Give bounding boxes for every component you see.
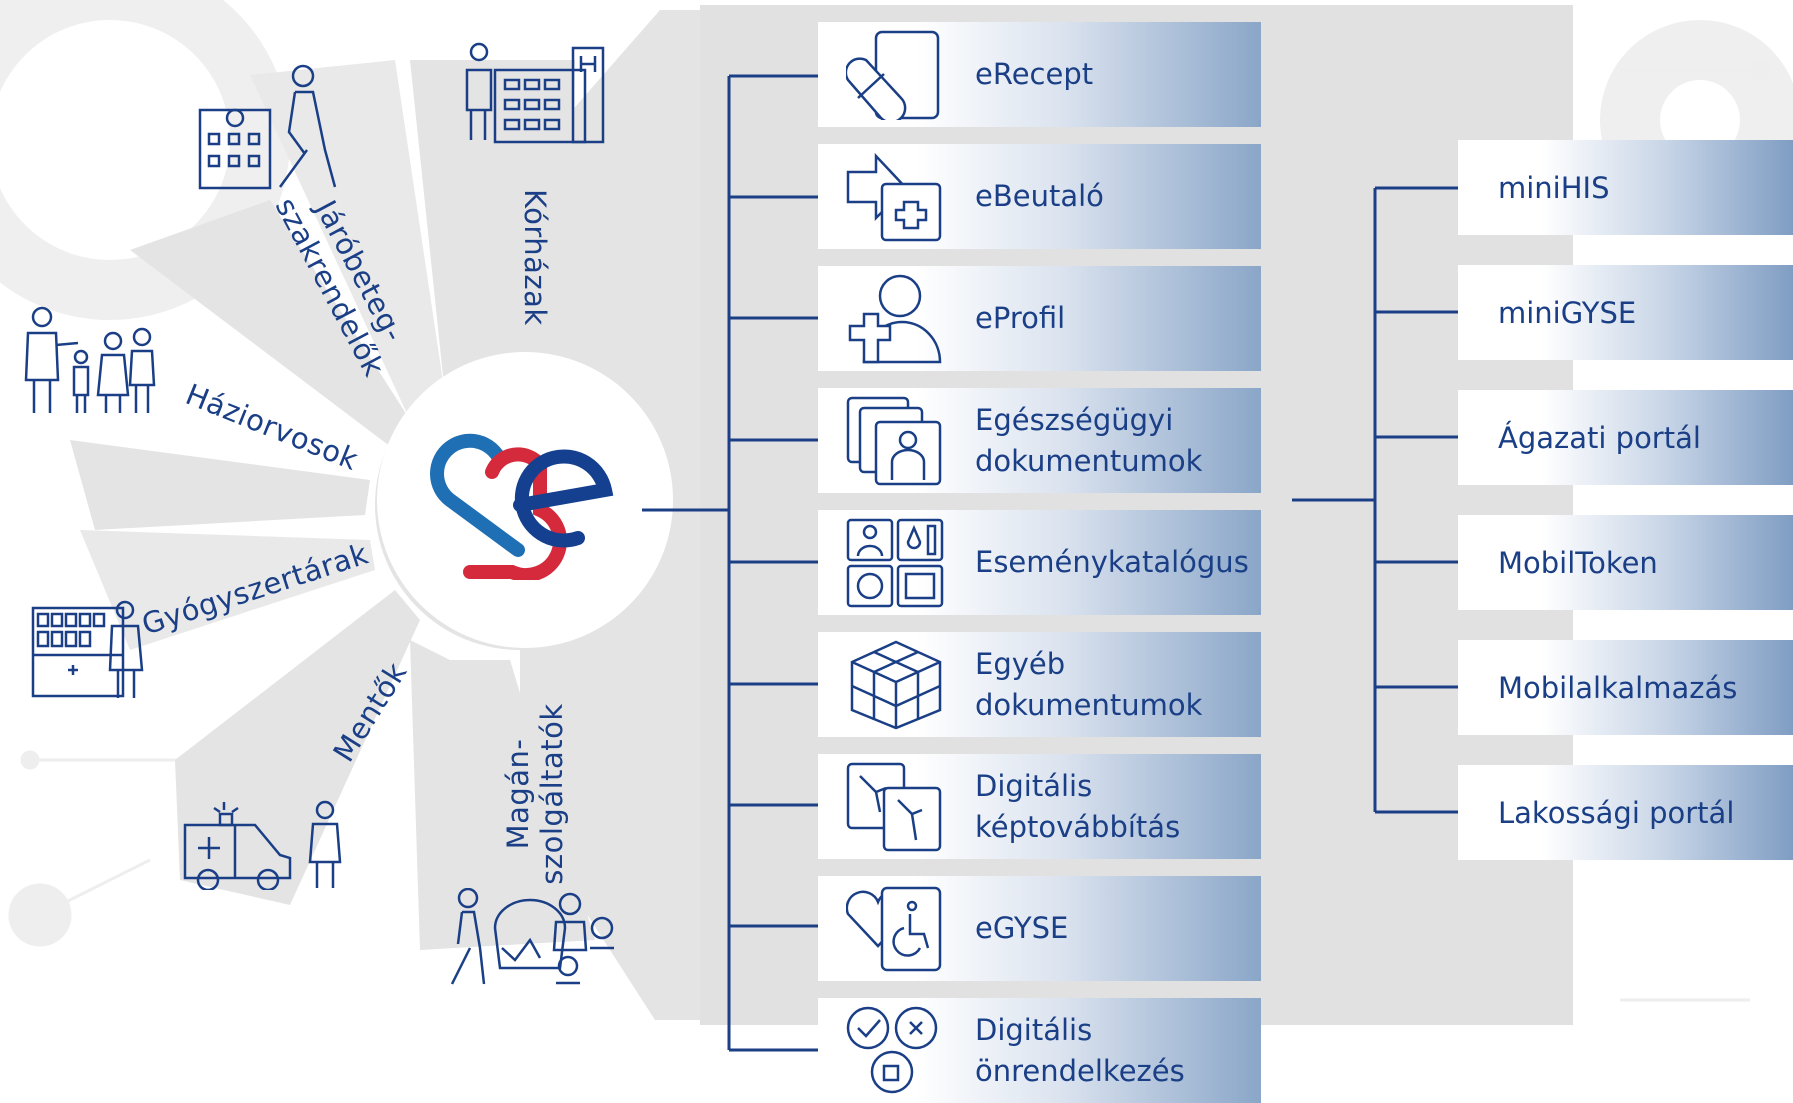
service-label: Digitális önrendelkezés [975, 1012, 1185, 1088]
app-minigyse[interactable]: miniGYSE [1458, 265, 1793, 360]
xray-icon [846, 762, 942, 852]
app-minihis[interactable]: miniHIS [1458, 140, 1793, 235]
referral-icon [846, 152, 942, 242]
service-label: Digitális képtovábbítás [975, 768, 1181, 844]
connector-lines [642, 74, 1458, 1052]
service-egeszsegugyi-dokumentumok[interactable]: Egészségügyi dokumentumok [818, 388, 1261, 493]
service-egyeb-dokumentumok[interactable]: Egyéb dokumentumok [818, 632, 1261, 737]
family-doctor-icon [24, 306, 156, 413]
service-label: eRecept [975, 57, 1094, 91]
service-label: eProfil [975, 301, 1066, 335]
service-label: Egyéb dokumentumok [975, 646, 1203, 722]
app-lakossagi-portal[interactable]: Lakossági portál [1458, 765, 1793, 860]
medical-documents-icon [846, 396, 942, 486]
wheelchair-card-icon [846, 886, 942, 972]
pharmacy-icon [31, 600, 144, 698]
eeszt-logo-icon [430, 433, 614, 580]
service-ebeutalo[interactable]: eBeutaló [818, 144, 1261, 249]
event-catalog-icon [846, 518, 944, 608]
outpatient-clinic-icon [198, 64, 337, 190]
private-providers-icon [450, 888, 614, 985]
service-eprofil[interactable]: eProfil [818, 266, 1261, 371]
app-label: Lakossági portál [1498, 795, 1735, 830]
service-label: Eseménykatalógus [975, 545, 1249, 579]
profile-icon [848, 274, 942, 364]
hospital-icon [465, 42, 605, 144]
app-mobiltoken[interactable]: MobilToken [1458, 515, 1793, 610]
service-label: Egészségügyi dokumentumok [975, 402, 1203, 478]
app-label: miniGYSE [1498, 295, 1637, 330]
app-agazati-portal[interactable]: Ágazati portál [1458, 390, 1793, 485]
app-mobilalkalmazas[interactable]: Mobilalkalmazás [1458, 640, 1793, 735]
service-digitalis-onrendelkezes[interactable]: Digitális önrendelkezés [818, 998, 1261, 1103]
service-label: eBeutaló [975, 179, 1104, 213]
app-label: miniHIS [1498, 170, 1610, 205]
sector-label-magan: Magán- szolgáltatók [501, 703, 569, 885]
app-label: Ágazati portál [1498, 420, 1701, 455]
app-label: Mobilalkalmazás [1498, 670, 1738, 705]
service-esemenykatalogus[interactable]: Eseménykatalógus [818, 510, 1261, 615]
service-egyse[interactable]: eGYSE [818, 876, 1261, 981]
service-label: eGYSE [975, 911, 1069, 945]
app-label: MobilToken [1498, 545, 1658, 580]
sector-label-korhazak: Kórházak [518, 189, 552, 326]
service-erecept[interactable]: eRecept [818, 22, 1261, 127]
consent-icon [846, 1006, 938, 1094]
decorative-circuit-lines [8, 59, 1771, 1002]
pill-icon [846, 30, 940, 120]
cube-documents-icon [850, 640, 942, 730]
service-digitalis-keptovabbitas[interactable]: Digitális képtovábbítás [818, 754, 1261, 859]
ambulance-icon [183, 800, 342, 890]
